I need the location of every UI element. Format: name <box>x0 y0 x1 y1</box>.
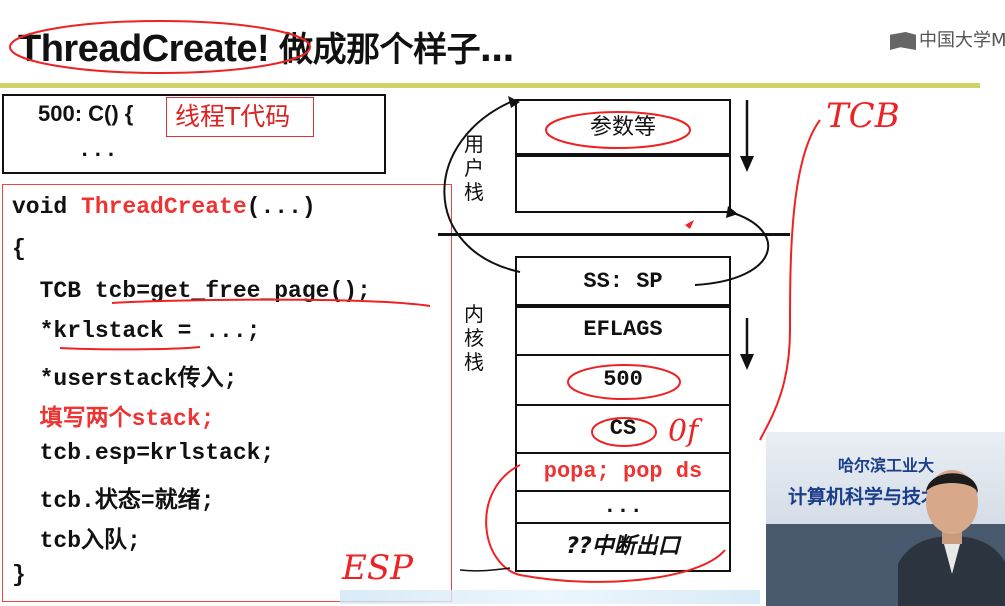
ss-sp-pointer-arrow <box>443 99 521 273</box>
stack-cell: ??中断出口 <box>515 522 731 572</box>
stack-label-char: 内 <box>464 302 484 326</box>
stack-cell: SS: SP <box>515 256 731 308</box>
esp-handwriting: ESP <box>342 548 413 588</box>
esp-pointer-arrow <box>459 567 511 572</box>
code-line: 填写两个stack; <box>12 398 215 432</box>
stack-cell: 参数等 <box>515 99 731 157</box>
tcb-link-mark <box>759 119 821 441</box>
footer-decoration <box>340 590 760 604</box>
stack-label-char: 栈 <box>464 180 484 204</box>
user-stack-label: 用户栈 <box>462 132 486 204</box>
code-token: (...) <box>246 194 316 220</box>
stack-divider <box>438 233 790 236</box>
code-line: { <box>12 236 26 262</box>
tcb-handwriting: TCB <box>826 96 900 136</box>
code-token: void <box>12 194 82 220</box>
stack-cell <box>515 153 731 213</box>
video-banner-top: 哈尔滨工业大 <box>838 456 935 475</box>
code-token: tcb.状态=就绪; <box>12 488 215 514</box>
sp-return-arrow <box>694 211 770 286</box>
slide-title: ThreadCreate!做成那个样子… <box>18 22 514 71</box>
code-token: } <box>12 562 26 588</box>
threadcreate-code-box <box>2 184 452 602</box>
cs-circle-mark <box>591 417 657 447</box>
stack-label-char: 核 <box>464 326 484 350</box>
code-line: } <box>12 562 26 588</box>
code-line: void ThreadCreate(...) <box>12 194 316 220</box>
kernel-stack-label: 内核栈 <box>462 302 486 374</box>
code-token: tcb入队; <box>12 528 141 554</box>
logo: 中国大学M <box>890 26 1005 52</box>
tcb-underline-mark <box>111 298 431 307</box>
stack-label-char: 栈 <box>464 350 484 374</box>
title-rule <box>0 83 980 88</box>
logo-icon <box>890 32 916 50</box>
title-zh: 做成那个样子… <box>279 30 514 70</box>
code-line: *krlstack = ...; <box>12 318 261 344</box>
lecturer-video: 哈尔滨工业大 计算机科学与技术学院 <box>766 432 1005 606</box>
user-stack-down-arrow-icon <box>740 100 754 172</box>
code-line: tcb.状态=就绪; <box>12 480 215 514</box>
thread-code-tag: 线程T代码 <box>166 97 314 137</box>
code-line: tcb入队; <box>12 520 141 554</box>
krlstack-underline-mark <box>59 346 201 351</box>
code-token: *krlstack = ...; <box>12 318 261 344</box>
ret-500-circle-mark <box>567 364 681 400</box>
code-line: tcb.esp=krlstack; <box>12 440 275 466</box>
kernel-stack-down-arrow-icon <box>740 318 754 370</box>
code-token: *userstack传入; <box>12 366 238 392</box>
thread-entry-label: 500: C() { <box>38 101 134 126</box>
stack-label-char: 户 <box>464 156 484 180</box>
lecturer-avatar <box>898 470 1005 606</box>
code-line: *userstack传入; <box>12 358 238 392</box>
code-token: { <box>12 236 26 262</box>
title-en: ThreadCreate! <box>18 28 270 70</box>
title-circle-mark <box>9 20 311 74</box>
code-token-highlight: 填写两个stack; <box>12 406 215 432</box>
param-circle-mark <box>545 111 691 149</box>
thread-code-ellipsis: ... <box>78 138 118 163</box>
arrows-layer <box>740 100 754 370</box>
logo-text: 中国大学M <box>919 30 1005 51</box>
stack-label-char: 用 <box>464 132 484 156</box>
code-token-highlight: ThreadCreate <box>81 194 247 220</box>
code-token: tcb.esp=krlstack; <box>12 440 275 466</box>
thread-code-box <box>2 94 386 174</box>
cs-offset-handwriting: 0f <box>668 414 699 449</box>
bottom-frame-mark <box>485 464 726 583</box>
